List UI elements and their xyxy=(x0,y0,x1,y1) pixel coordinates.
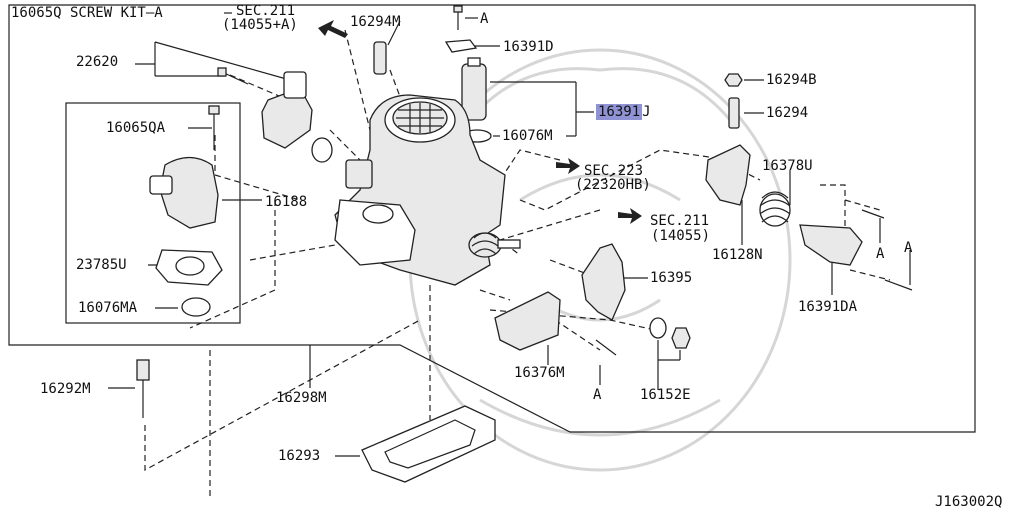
frame-outline xyxy=(8,4,976,433)
label-ref-a-right2: A xyxy=(904,240,913,256)
washer-16152E xyxy=(649,317,667,339)
label-sec211-mid-sub: (14055) xyxy=(651,228,711,244)
oring-22620 xyxy=(311,137,333,163)
label-16294B[interactable]: 16294B xyxy=(766,72,817,88)
label-16294M[interactable]: 16294M xyxy=(350,14,401,30)
label-16292M[interactable]: 16292M xyxy=(40,381,91,397)
bolt-16292M xyxy=(136,359,150,381)
label-sec223-sub: (22320HB) xyxy=(575,177,651,193)
label-sec211-top-sub: (14055+A) xyxy=(222,17,298,33)
screw-16294M xyxy=(373,41,387,75)
label-16391DA[interactable]: 16391DA xyxy=(798,299,858,315)
label-22620[interactable]: 22620 xyxy=(76,54,119,70)
flange xyxy=(334,199,416,266)
spring-16378U xyxy=(759,191,791,227)
valve-16188 xyxy=(159,156,219,229)
label-screw-kit: 16065Q SCREW KIT—A xyxy=(11,5,163,21)
bracket-16395 xyxy=(581,243,626,321)
subgroup-box xyxy=(65,102,241,324)
label-16294[interactable]: 16294 xyxy=(766,105,809,121)
label-16391[interactable]: 16391 xyxy=(596,104,643,120)
label-ref-a-right1: A xyxy=(876,246,885,262)
lever-16128N xyxy=(705,144,751,206)
label-16076MA[interactable]: 16076MA xyxy=(78,300,138,316)
label-sec223[interactable]: SEC.223 xyxy=(584,163,644,179)
label-16065QA[interactable]: 16065QA xyxy=(106,120,166,136)
label-16376M[interactable]: 16376M xyxy=(514,365,565,381)
bracket-16376M xyxy=(494,291,561,351)
arrow-sec211-top xyxy=(318,20,348,38)
arrow-sec211-mid xyxy=(618,208,642,224)
label-16391-suffix: J xyxy=(642,104,651,120)
label-16378U[interactable]: 16378U xyxy=(762,158,813,174)
clip-16391D xyxy=(444,39,478,53)
bolt-a-right2 xyxy=(884,279,913,291)
label-23785U[interactable]: 23785U xyxy=(76,257,127,273)
nut-16152E xyxy=(671,327,691,349)
label-16188[interactable]: 16188 xyxy=(265,194,308,210)
label-sec211-top[interactable]: SEC.211 xyxy=(236,3,296,19)
bolt-a-bottom xyxy=(595,339,617,356)
diagram-id: J163002Q xyxy=(935,494,1003,510)
label-ref-a-top: A xyxy=(480,11,489,27)
oring-16076MA xyxy=(181,297,211,317)
label-sec211-mid[interactable]: SEC.211 xyxy=(650,213,710,229)
screw-16294 xyxy=(728,97,740,129)
sec-arrows xyxy=(318,20,642,224)
arrow-sec223 xyxy=(556,158,580,174)
label-16391D[interactable]: 16391D xyxy=(503,39,554,55)
assembly-dashed-lines xyxy=(144,29,891,500)
label-ref-a-bottom: A xyxy=(593,387,602,403)
bracket-16391DA xyxy=(799,224,863,266)
label-16293[interactable]: 16293 xyxy=(278,448,321,464)
nut-16294B xyxy=(724,73,743,87)
label-16298M[interactable]: 16298M xyxy=(276,390,327,406)
bolt-a-right1 xyxy=(861,209,885,219)
label-16128N[interactable]: 16128N xyxy=(712,247,763,263)
throttle-body-parts xyxy=(136,5,913,483)
label-16076M[interactable]: 16076M xyxy=(502,128,553,144)
label-16152E[interactable]: 16152E xyxy=(640,387,691,403)
connector xyxy=(345,159,373,189)
gasket-16293 xyxy=(361,405,496,483)
label-16395[interactable]: 16395 xyxy=(650,270,693,286)
